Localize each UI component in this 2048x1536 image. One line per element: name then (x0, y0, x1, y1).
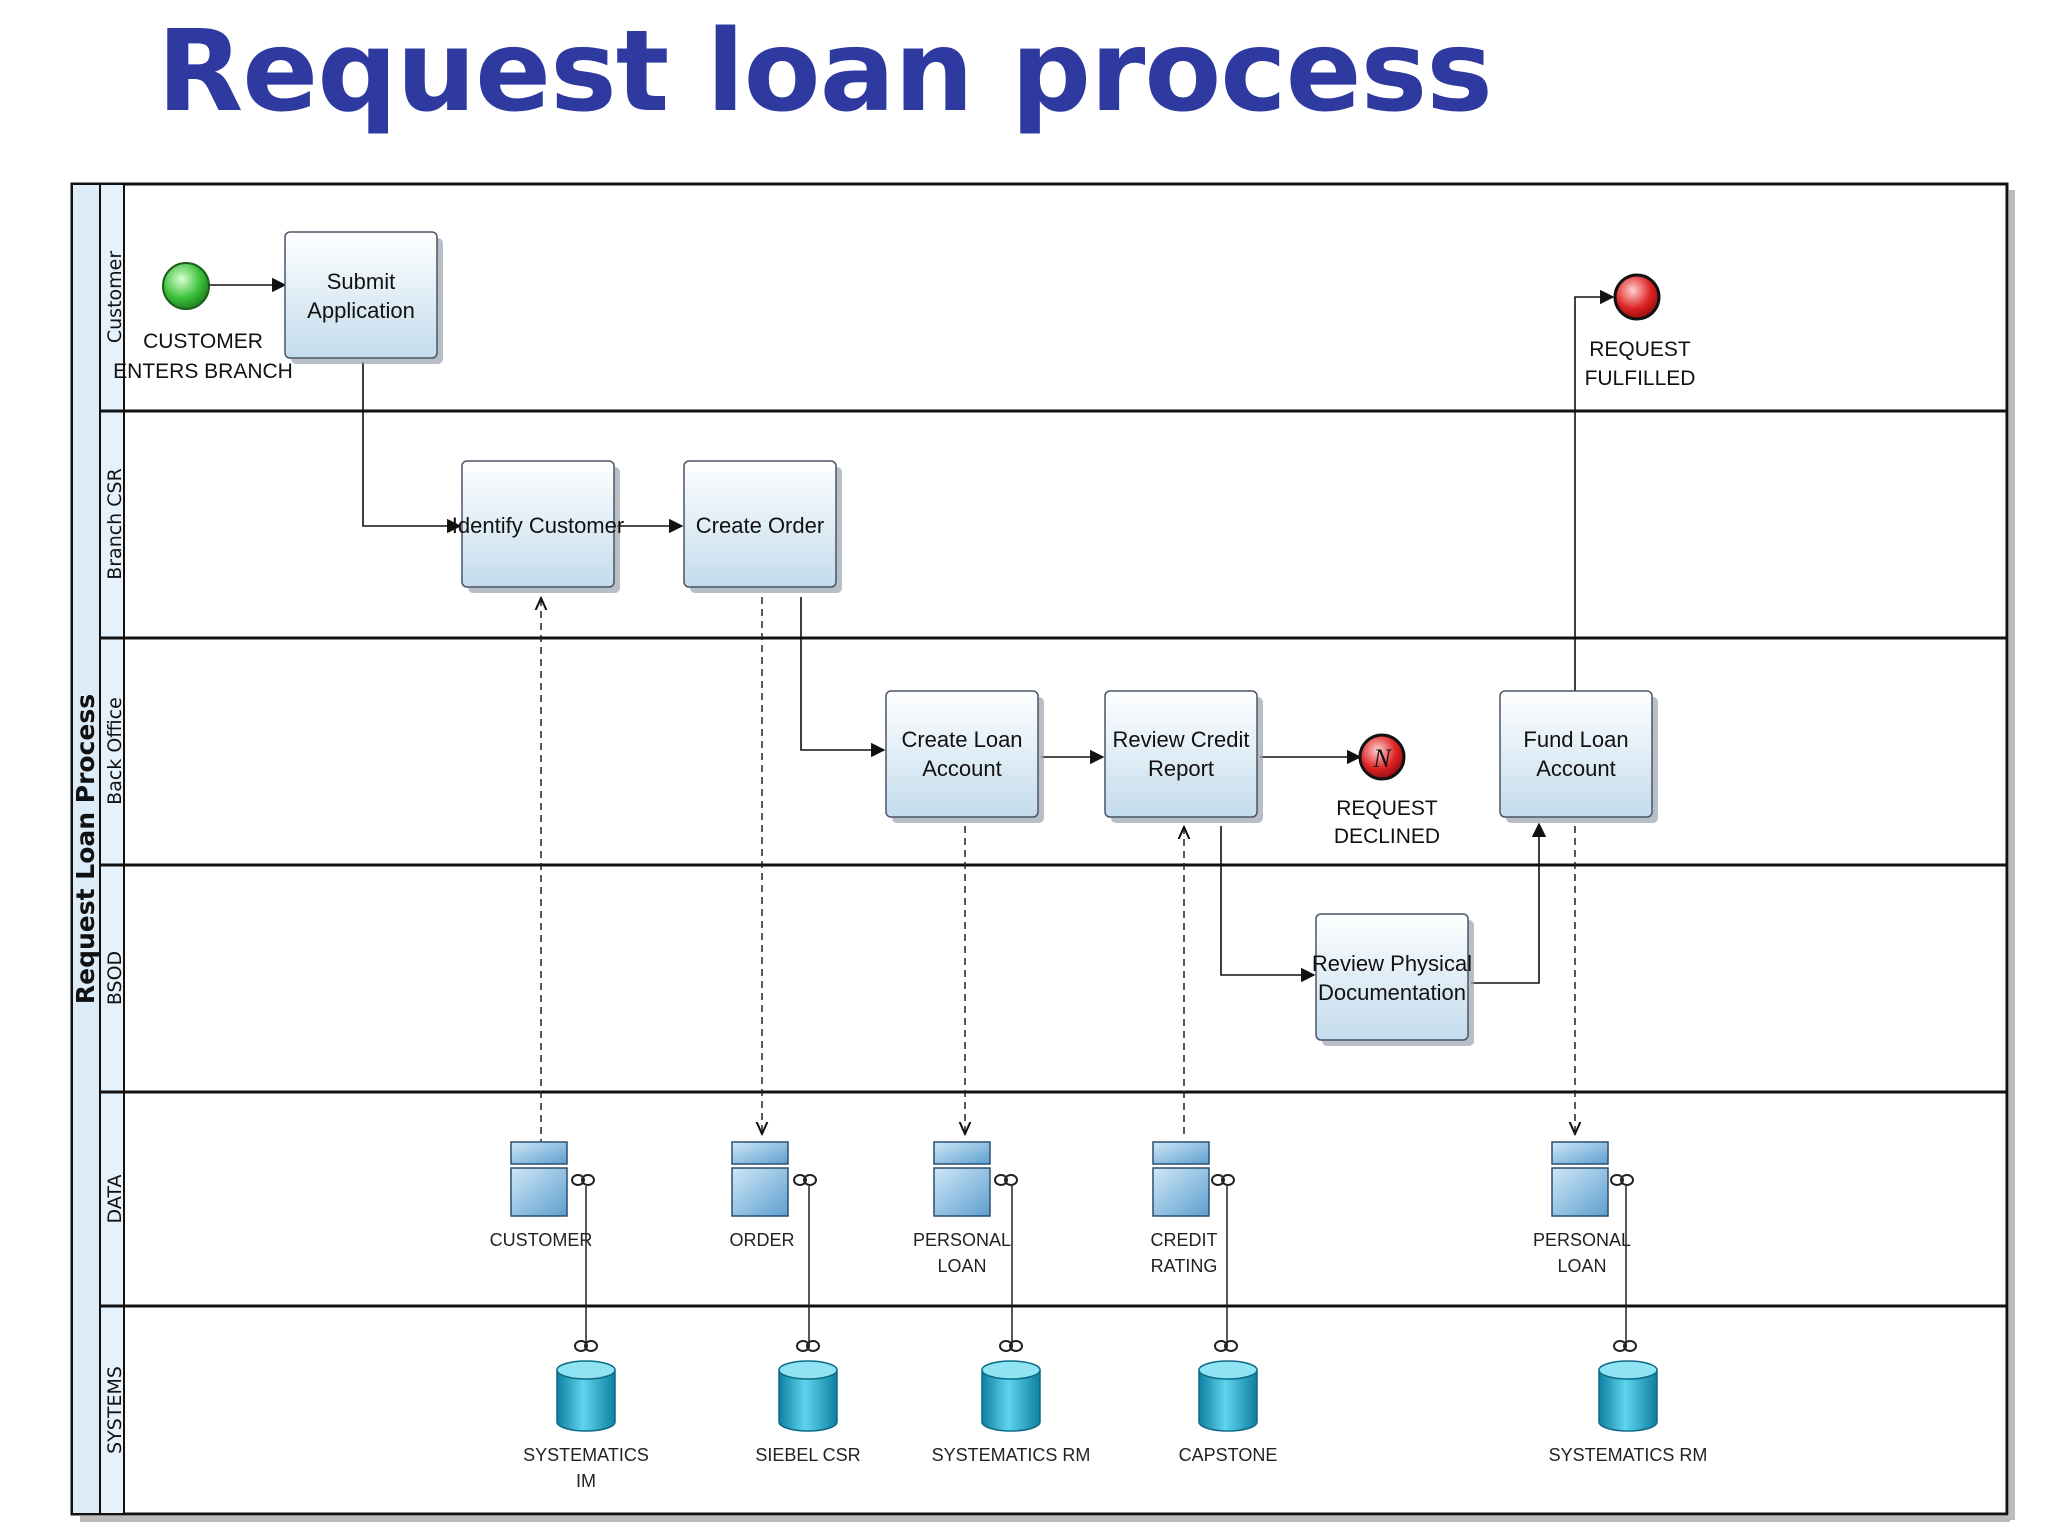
task-submit-application: Submit Application (284, 231, 443, 364)
link-icons (571, 1174, 1637, 1352)
system-label-line1: SYSTEMATICS (523, 1445, 649, 1465)
lane-label-data: DATA (104, 1175, 126, 1224)
task-review-credit-report: Review Credit Report (1104, 690, 1263, 823)
system-siebel-csr: SIEBEL CSR (755, 1360, 861, 1465)
system-label: SYSTEMATICS RM (932, 1445, 1091, 1465)
pool-frame (70, 182, 2015, 1522)
task-order-line1: Create Order (696, 513, 824, 538)
link-icon (574, 1340, 598, 1352)
system-label: SIEBEL CSR (755, 1445, 860, 1465)
end-event-fulfilled: REQUEST FULFILLED (1585, 273, 1696, 390)
task-create-order: Create Order (683, 460, 842, 593)
lane-label-systems: SYSTEMS (104, 1366, 126, 1454)
link-icon (793, 1174, 817, 1186)
data-object-personal-loan-2: PERSONAL LOAN (1533, 1141, 1631, 1276)
system-systematics-im: SYSTEMATICS IM (523, 1360, 649, 1491)
system-capstone: CAPSTONE (1179, 1360, 1278, 1465)
declined-event-symbol: N (1372, 744, 1392, 773)
declined-event-label-line1: REQUEST (1336, 797, 1438, 820)
system-label: CAPSTONE (1179, 1445, 1278, 1465)
declined-event-label-line2: DECLINED (1334, 825, 1440, 848)
data-object-label-line2: LOAN (937, 1256, 986, 1276)
task-fund-loan-account: Fund Loan Account (1499, 690, 1658, 823)
link-icon (571, 1174, 595, 1186)
data-object-label: ORDER (729, 1230, 794, 1250)
lane-label-branch-csr: Branch CSR (104, 468, 126, 580)
end-event-declined: N REQUEST DECLINED (1334, 733, 1440, 848)
system-systematics-rm: SYSTEMATICS RM (932, 1360, 1091, 1465)
data-object-label: CUSTOMER (490, 1230, 593, 1250)
task-loan-line1: Create Loan (901, 727, 1022, 752)
flow-submit-to-identify (362, 362, 462, 534)
task-credit-line1: Review Credit (1113, 727, 1250, 752)
data-object-personal-loan: PERSONAL LOAN (913, 1141, 1011, 1276)
flow-credit-to-physical (1220, 826, 1316, 983)
start-event-label-line2: ENTERS BRANCH (113, 360, 293, 383)
link-icon (1613, 1340, 1637, 1352)
data-object-order: ORDER (729, 1141, 795, 1250)
sequence-flows (209, 277, 1615, 984)
link-icon (994, 1174, 1018, 1186)
task-loan-line2: Account (922, 756, 1002, 781)
task-identify-line1: Identify Customer (452, 513, 624, 538)
flow-order-to-loan (800, 597, 886, 758)
data-object-credit-rating: CREDIT RATING (1151, 1141, 1218, 1276)
task-review-physical-documentation: Review Physical Documentation (1312, 913, 1474, 1046)
link-icon (999, 1340, 1023, 1352)
flow-physical-to-fund (1471, 822, 1547, 984)
task-submit-line2: Application (307, 298, 415, 323)
link-icon (796, 1340, 820, 1352)
page-title: Request loan process (157, 7, 1493, 137)
system-links (585, 1186, 1627, 1345)
lane-label-back-office: Back Office (104, 697, 126, 805)
system-systematics-rm-2: SYSTEMATICS RM (1549, 1360, 1708, 1465)
task-physical-line1: Review Physical (1312, 951, 1472, 976)
data-associations (541, 597, 1575, 1146)
task-physical-line2: Documentation (1318, 980, 1466, 1005)
fulfilled-event-label-line1: REQUEST (1589, 338, 1691, 361)
start-event: CUSTOMER ENTERS BRANCH (113, 262, 293, 383)
link-icon (1214, 1340, 1238, 1352)
task-credit-line2: Report (1148, 756, 1214, 781)
link-icon (1211, 1174, 1235, 1186)
data-object-label-line1: PERSONAL (913, 1230, 1011, 1250)
lane-label-customer: Customer (104, 251, 126, 343)
system-label: SYSTEMATICS RM (1549, 1445, 1708, 1465)
pool-label: Request Loan Process (71, 694, 100, 1004)
data-object-label-line2: LOAN (1557, 1256, 1606, 1276)
flow-fund-to-fulfilled (1574, 289, 1615, 693)
data-object-label-line1: CREDIT (1151, 1230, 1218, 1250)
start-event-label-line1: CUSTOMER (143, 330, 263, 353)
system-label-line2: IM (576, 1471, 596, 1491)
link-icon (1610, 1174, 1634, 1186)
task-submit-line1: Submit (327, 269, 395, 294)
task-fund-line1: Fund Loan (1523, 727, 1628, 752)
task-fund-line2: Account (1536, 756, 1616, 781)
lane-label-bsod: BSOD (104, 951, 126, 1005)
data-object-customer: CUSTOMER (490, 1141, 593, 1250)
lane-dividers (100, 409, 2007, 1308)
task-create-loan-account: Create Loan Account (885, 690, 1044, 823)
data-object-label-line2: RATING (1151, 1256, 1218, 1276)
fulfilled-event-label-line2: FULFILLED (1585, 367, 1696, 390)
task-identify-customer: Identify Customer (452, 460, 624, 593)
data-object-label-line1: PERSONAL (1533, 1230, 1631, 1250)
